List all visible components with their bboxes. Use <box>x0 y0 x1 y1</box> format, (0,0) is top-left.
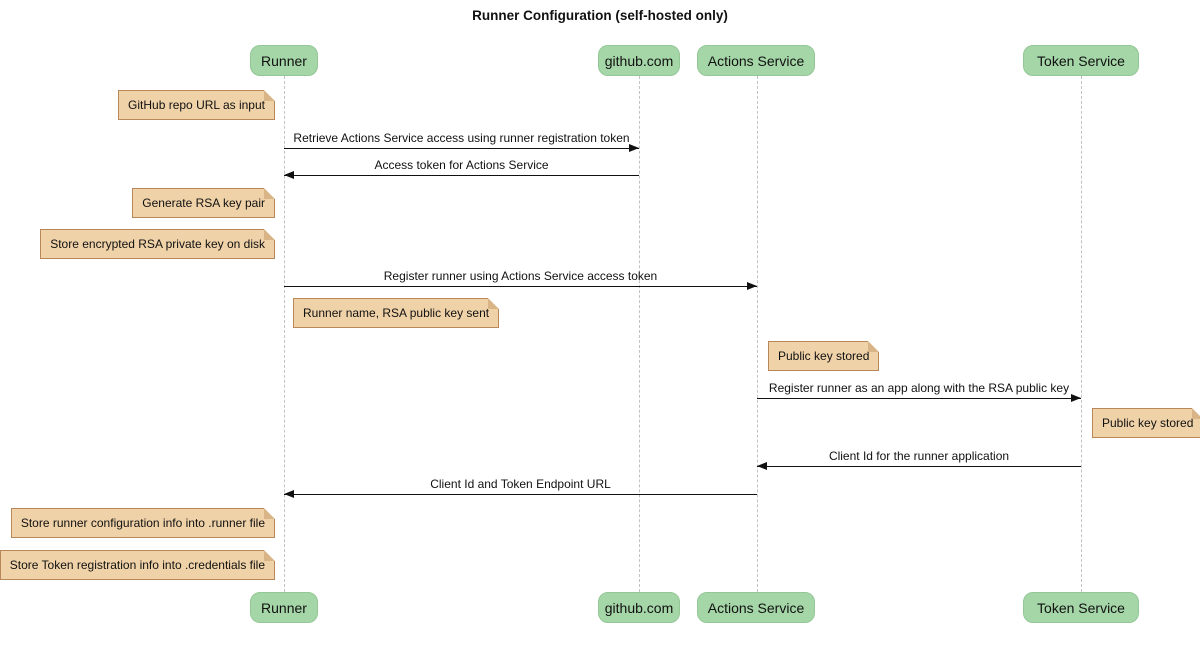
note-generate-rsa: Generate RSA key pair <box>132 188 275 218</box>
lifeline-github <box>639 76 640 592</box>
participant-actions-bottom: Actions Service <box>697 592 815 623</box>
diagram-title: Runner Configuration (self-hosted only) <box>472 8 728 23</box>
message-line <box>284 286 757 287</box>
message-label: Client Id for the runner application <box>828 449 1010 463</box>
arrowhead-right-icon <box>629 144 639 152</box>
participant-github-top: github.com <box>598 45 680 76</box>
message-line <box>757 466 1081 467</box>
arrowhead-left-icon <box>284 490 294 498</box>
participant-runner-top: Runner <box>250 45 318 76</box>
note-store-credentials: Store Token registration info into .cred… <box>0 550 276 580</box>
arrowhead-right-icon <box>747 282 757 290</box>
note-store-private-key: Store encrypted RSA private key on disk <box>40 229 275 259</box>
lifeline-token <box>1081 76 1082 592</box>
lifeline-runner <box>284 76 285 592</box>
message-label: Retrieve Actions Service access using ru… <box>293 131 630 145</box>
participant-github-bottom: github.com <box>598 592 680 623</box>
arrowhead-left-icon <box>284 171 294 179</box>
note-public-key-token: Public key stored <box>1092 408 1200 438</box>
note-store-runner-file: Store runner configuration info into .ru… <box>10 508 276 538</box>
arrowhead-left-icon <box>757 462 767 470</box>
note-public-key-actions: Public key stored <box>768 341 880 371</box>
message-line <box>284 494 757 495</box>
message-line <box>284 175 639 176</box>
message-label: Register runner as an app along with the… <box>768 381 1070 395</box>
message-label: Access token for Actions Service <box>374 158 549 172</box>
message-label: Client Id and Token Endpoint URL <box>430 477 611 491</box>
participant-token-bottom: Token Service <box>1023 592 1139 623</box>
participant-token-top: Token Service <box>1023 45 1139 76</box>
message-line <box>757 398 1081 399</box>
participant-actions-top: Actions Service <box>697 45 815 76</box>
note-runner-name-sent: Runner name, RSA public key sent <box>293 298 500 328</box>
lifeline-actions <box>757 76 758 592</box>
message-label: Register runner using Actions Service ac… <box>383 269 658 283</box>
arrowhead-right-icon <box>1071 394 1081 402</box>
note-github-repo-url: GitHub repo URL as input <box>118 90 275 120</box>
message-line <box>284 148 639 149</box>
participant-runner-bottom: Runner <box>250 592 318 623</box>
